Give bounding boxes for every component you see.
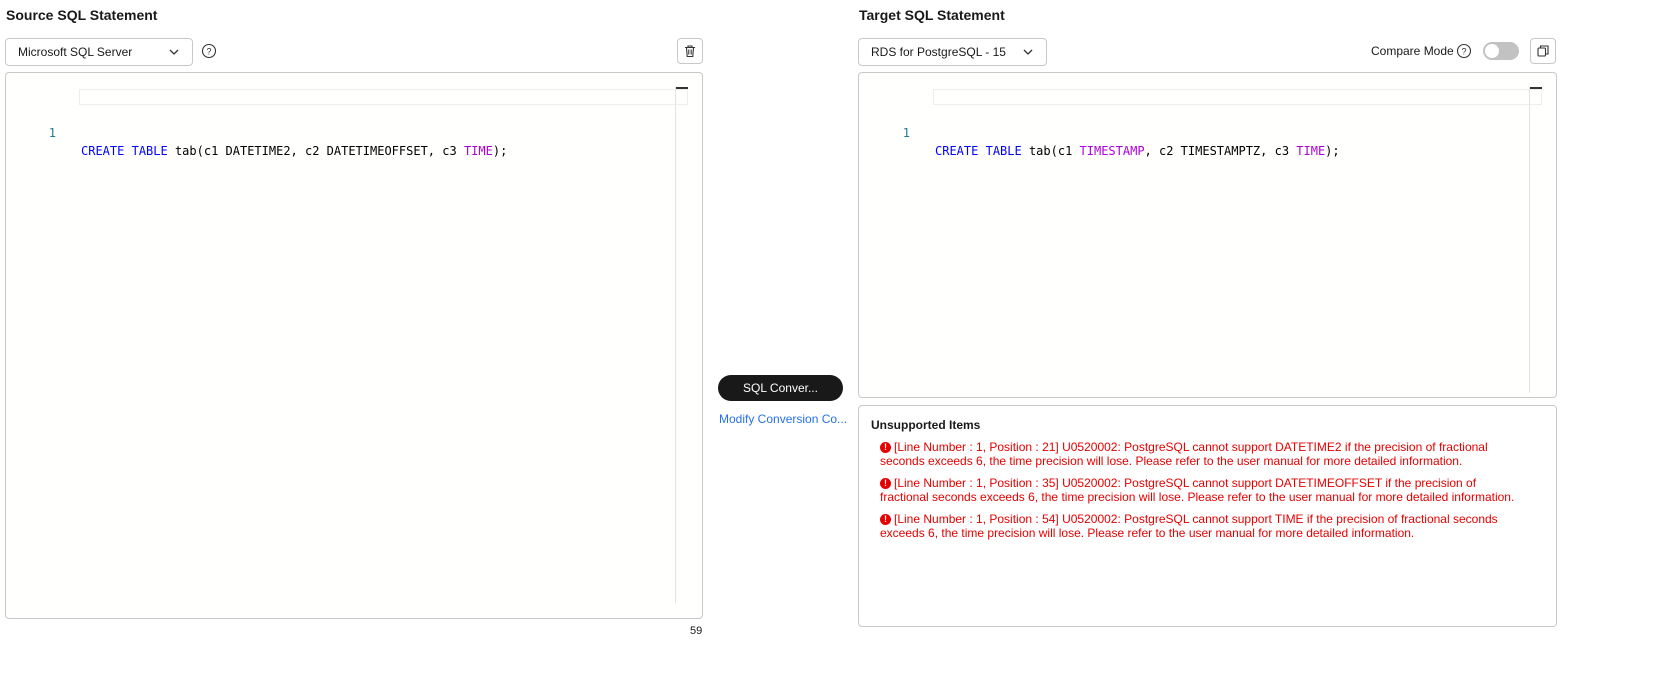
- error-circle-icon: !: [880, 442, 891, 453]
- compare-mode-toggle[interactable]: [1483, 42, 1519, 60]
- source-editor[interactable]: 1 CREATE TABLE tab(c1 DATETIME2, c2 DATE…: [5, 72, 703, 619]
- trash-icon: [685, 45, 695, 58]
- target-title: Target SQL Statement: [859, 7, 1005, 23]
- line-number: 1: [902, 126, 910, 140]
- target-code-text: CREATE TABLE tab(c1 TIMESTAMP, c2 TIMEST…: [935, 142, 1340, 160]
- sql-convert-button[interactable]: SQL Conver...: [718, 375, 843, 401]
- compare-mode-label: Compare Mode: [1371, 44, 1454, 58]
- chevron-down-icon: [1023, 49, 1033, 55]
- code-token: );: [492, 144, 508, 158]
- source-scrollbar[interactable]: [675, 87, 676, 603]
- error-circle-icon: !: [880, 478, 891, 489]
- code-line: 1 CREATE TABLE tab(c1 TIMESTAMP, c2 TIME…: [859, 88, 1556, 158]
- unsupported-item: ![Line Number : 1, Position : 35] U05200…: [880, 476, 1520, 504]
- unsupported-items-panel: Unsupported Items: [858, 405, 1557, 627]
- source-db-select-value: Microsoft SQL Server: [18, 45, 133, 59]
- error-circle-icon: !: [880, 514, 891, 525]
- code-line: 1 CREATE TABLE tab(c1 DATETIME2, c2 DATE…: [6, 88, 702, 158]
- target-scroll-thumb[interactable]: [1530, 87, 1542, 89]
- copy-icon: [1537, 45, 1549, 57]
- current-line-highlight: [933, 89, 1542, 105]
- code-token: tab(c1 DATETIME2, c2 DATETIMEOFFSET, c3: [167, 144, 464, 158]
- help-circle-icon[interactable]: ?: [201, 43, 217, 59]
- line-number: 1: [48, 126, 56, 140]
- unsupported-item-text: [Line Number : 1, Position : 35] U052000…: [880, 476, 1515, 504]
- code-token: CREATE: [81, 144, 125, 158]
- clear-button[interactable]: [677, 38, 703, 64]
- code-token: );: [1325, 144, 1340, 158]
- code-token: [978, 144, 985, 158]
- current-line-highlight: [79, 89, 688, 105]
- code-token: CREATE: [935, 144, 979, 158]
- code-token: TABLE: [985, 144, 1022, 158]
- code-token: TIME: [1296, 144, 1326, 158]
- svg-text:?: ?: [206, 46, 211, 56]
- unsupported-item-text: [Line Number : 1, Position : 21] U052000…: [880, 440, 1488, 468]
- code-token: [124, 144, 131, 158]
- unsupported-items-title: Unsupported Items: [871, 418, 981, 432]
- char-count: 59: [690, 625, 703, 637]
- svg-text:?: ?: [1461, 46, 1466, 56]
- source-code-text: CREATE TABLE tab(c1 DATETIME2, c2 DATETI…: [81, 142, 507, 160]
- source-db-select[interactable]: Microsoft SQL Server: [5, 38, 193, 66]
- source-scroll-thumb[interactable]: [676, 87, 688, 89]
- code-token: TIMESTAMP: [1079, 144, 1145, 158]
- chevron-down-icon: [169, 49, 179, 55]
- code-token: tab(c1: [1021, 144, 1080, 158]
- target-scrollbar[interactable]: [1529, 87, 1530, 393]
- unsupported-item: ![Line Number : 1, Position : 54] U05200…: [880, 512, 1520, 540]
- toggle-knob: [1485, 44, 1499, 58]
- code-token: , c2 TIMESTAMPTZ, c3: [1144, 144, 1297, 158]
- modify-conversion-link[interactable]: Modify Conversion Co...: [719, 412, 848, 426]
- copy-button[interactable]: [1530, 38, 1556, 64]
- code-token: TIME: [463, 144, 493, 158]
- source-title: Source SQL Statement: [6, 7, 158, 23]
- unsupported-item-text: [Line Number : 1, Position : 54] U052000…: [880, 512, 1498, 540]
- target-editor[interactable]: 1 CREATE TABLE tab(c1 TIMESTAMP, c2 TIME…: [858, 72, 1557, 398]
- target-db-select-value: RDS for PostgreSQL - 15: [871, 45, 1006, 59]
- unsupported-item: ![Line Number : 1, Position : 21] U05200…: [880, 440, 1520, 468]
- code-token: TABLE: [131, 144, 168, 158]
- help-circle-icon[interactable]: ?: [1456, 43, 1472, 59]
- target-db-select[interactable]: RDS for PostgreSQL - 15: [858, 38, 1047, 66]
